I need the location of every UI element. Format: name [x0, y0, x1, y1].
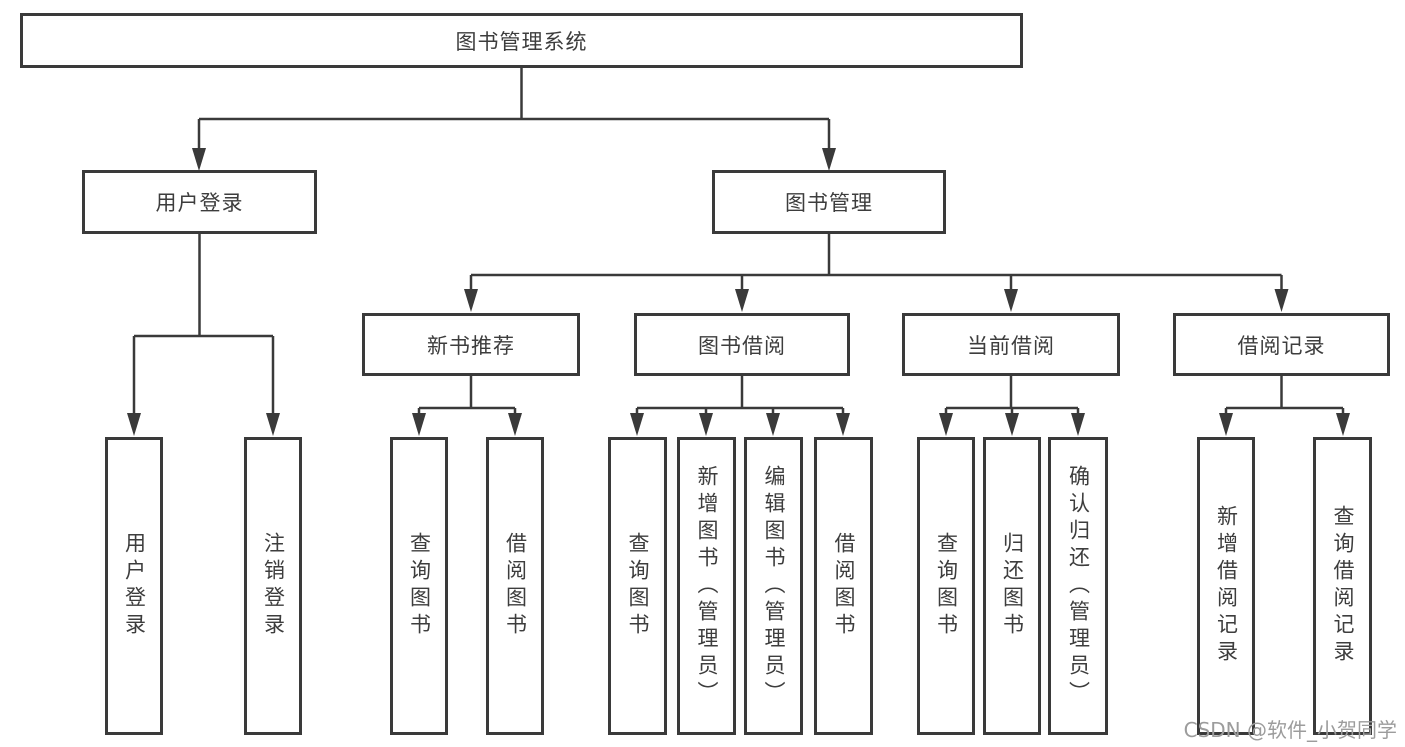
- node-current-borrowing: 当前借阅: [902, 313, 1120, 376]
- node-leaf-borrow-borrow-books: 借阅图书: [814, 437, 873, 735]
- node-leaf-borrow-query-books: 查询图书: [608, 437, 667, 735]
- node-leaf-edit-books-admin: 编辑图书（管理员）: [744, 437, 803, 735]
- node-leaf-logout: 注销登录: [244, 437, 302, 735]
- node-leaf-current-query-books: 查询图书: [917, 437, 975, 735]
- node-book-borrowing: 图书借阅: [634, 313, 850, 376]
- node-leaf-newbook-borrow-books: 借阅图书: [486, 437, 544, 735]
- node-leaf-query-borrow-record: 查询借阅记录: [1313, 437, 1372, 735]
- node-leaf-confirm-return-admin: 确认归还（管理员）: [1048, 437, 1108, 735]
- node-leaf-newbook-query-books: 查询图书: [390, 437, 448, 735]
- node-leaf-add-borrow-record: 新增借阅记录: [1197, 437, 1255, 735]
- csdn-watermark: CSDN @软件_小贺同学: [1183, 718, 1397, 742]
- node-leaf-add-books-admin: 新增图书（管理员）: [677, 437, 736, 735]
- node-user-login-branch: 用户登录: [82, 170, 317, 234]
- node-book-management-branch: 图书管理: [712, 170, 946, 234]
- node-leaf-user-login: 用户登录: [105, 437, 163, 735]
- node-leaf-return-books: 归还图书: [983, 437, 1041, 735]
- node-borrowing-records: 借阅记录: [1173, 313, 1390, 376]
- node-library-management-system: 图书管理系统: [20, 13, 1023, 68]
- node-new-book-recommend: 新书推荐: [362, 313, 580, 376]
